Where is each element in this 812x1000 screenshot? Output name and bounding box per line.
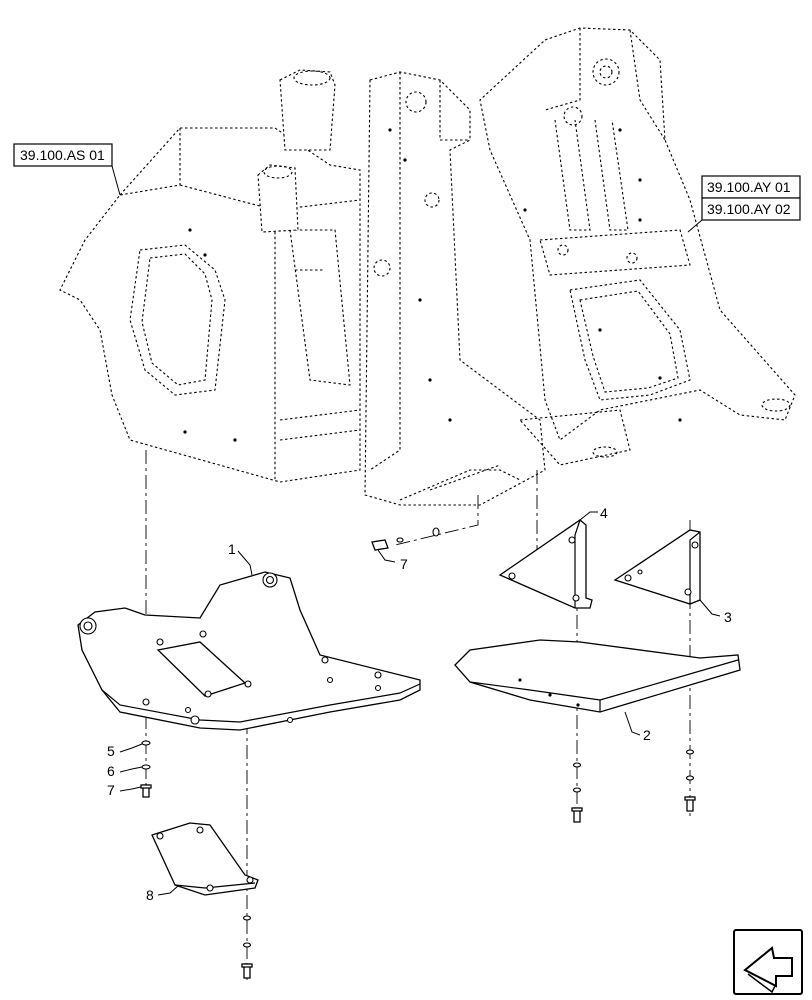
hardware-left-stack[interactable]: 5 6 7 bbox=[107, 740, 152, 798]
callout-6: 6 bbox=[107, 763, 115, 779]
hardware-top-bolt[interactable]: 7 bbox=[371, 527, 440, 572]
part-2-right-plate[interactable]: 2 bbox=[454, 639, 741, 743]
part-3-bracket[interactable]: 3 bbox=[613, 529, 732, 625]
callout-7: 7 bbox=[107, 782, 115, 798]
callout-2: 2 bbox=[643, 727, 651, 743]
reference-box-ay01[interactable]: 39.100.AY 01 bbox=[701, 175, 801, 199]
part-4-bracket[interactable]: 4 bbox=[498, 505, 608, 609]
chassis-frame-ghost bbox=[59, 27, 796, 506]
hardware-right-stack-b[interactable] bbox=[684, 749, 696, 812]
callout-4: 4 bbox=[600, 505, 608, 521]
part-1-skid-plate[interactable]: 1 bbox=[77, 541, 421, 731]
reference-box-as01[interactable]: 39.100.AS 01 bbox=[13, 143, 121, 196]
callout-7-top: 7 bbox=[400, 556, 408, 572]
hardware-right-stack-a[interactable] bbox=[571, 762, 583, 823]
hardware-bottom-stack[interactable] bbox=[241, 915, 253, 979]
part-8-small-plate[interactable]: 8 bbox=[146, 822, 259, 903]
direction-arrow-icon[interactable] bbox=[733, 929, 803, 995]
reference-label: 39.100.AY 02 bbox=[707, 201, 791, 217]
callout-5: 5 bbox=[107, 743, 115, 759]
callout-3: 3 bbox=[724, 609, 732, 625]
reference-label: 39.100.AY 01 bbox=[707, 179, 791, 195]
reference-box-ay02[interactable]: 39.100.AY 02 bbox=[687, 197, 801, 233]
callout-8: 8 bbox=[146, 887, 154, 903]
reference-label: 39.100.AS 01 bbox=[20, 147, 105, 163]
callout-1: 1 bbox=[228, 541, 236, 557]
